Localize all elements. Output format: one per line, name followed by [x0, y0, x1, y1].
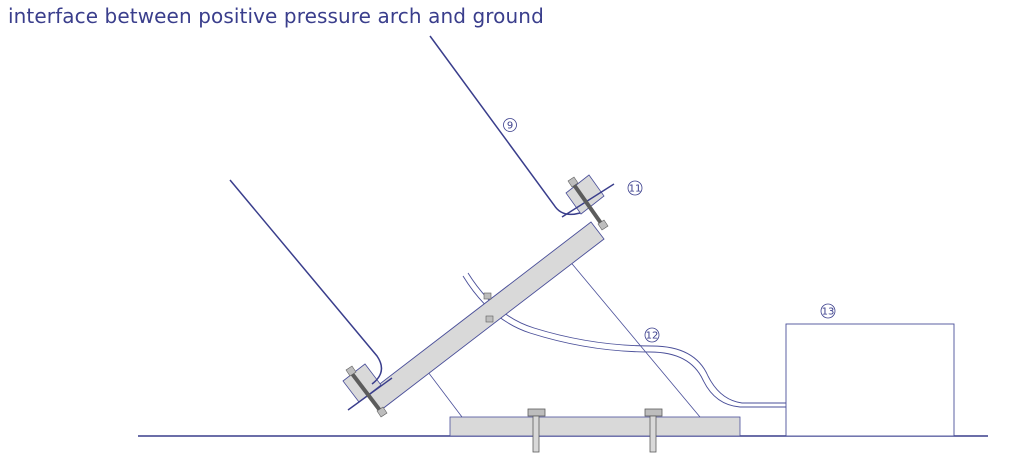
upper-clamp [561, 174, 615, 231]
callout-9: 9 [503, 118, 517, 132]
right-strut [562, 252, 701, 418]
callout-12: 12 [644, 327, 660, 343]
svg-text:12: 12 [646, 331, 659, 342]
arch-membrane-upper [429, 35, 581, 216]
anchor-bolt-left [527, 408, 546, 453]
base-plate [449, 416, 741, 437]
left-strut [424, 367, 463, 418]
callout-11: 11 [627, 180, 643, 196]
anchor-bolt-right [644, 408, 663, 453]
callout-13: 13 [820, 303, 836, 319]
svg-text:9: 9 [507, 121, 513, 132]
arch-membrane-lower [229, 179, 383, 385]
diagram-title: interface between positive pressure arch… [8, 4, 544, 28]
lower-clamp [342, 363, 393, 418]
svg-text:11: 11 [629, 184, 642, 195]
beam-clip-lower [485, 315, 494, 323]
beam-clip-upper [483, 292, 492, 300]
blower-unit-box [785, 323, 955, 437]
air-hose [462, 272, 786, 408]
svg-text:13: 13 [822, 307, 835, 318]
